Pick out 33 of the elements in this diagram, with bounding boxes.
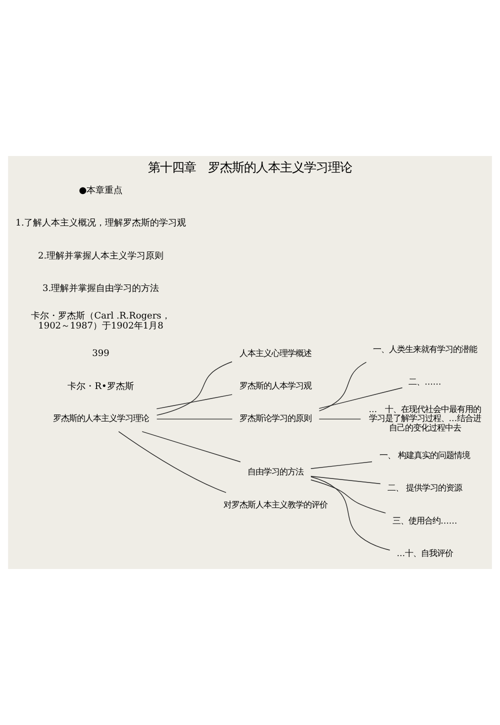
node-text: 三、使用合约…… bbox=[392, 515, 458, 526]
connector bbox=[118, 431, 226, 493]
node-text: 罗杰斯的人本学习观 bbox=[240, 380, 312, 391]
node-text: 罗杰斯论学习的原则 bbox=[240, 413, 312, 424]
node-text: 人本主义心理学概述 bbox=[240, 348, 312, 358]
connector bbox=[318, 418, 361, 420]
connector bbox=[310, 480, 386, 514]
connector bbox=[310, 461, 372, 469]
label: 399 bbox=[92, 349, 110, 360]
connector bbox=[310, 476, 390, 550]
node-text: 罗杰斯的人本主义学习理论 bbox=[52, 413, 149, 424]
label: 1.了解人本主义概况，理解罗杰斯的学习观 bbox=[15, 218, 186, 229]
label: ●本章重点 bbox=[78, 186, 123, 196]
label: 3.理解并掌握自由学习的方法 bbox=[42, 284, 160, 294]
node-text: 二、…… bbox=[408, 376, 442, 386]
diagram-title: 第十四章 罗杰斯的人本主义学习理论 bbox=[148, 160, 352, 175]
label: 卡尔・R•罗杰斯 bbox=[68, 382, 134, 392]
connector bbox=[156, 418, 233, 420]
connector bbox=[318, 387, 403, 409]
connector bbox=[156, 394, 232, 410]
node-text: … 十、在现代社会中最有用的学习是了解学习过程、…结合进自己的变化过程中去 bbox=[368, 404, 482, 432]
node-text: 一、人类生来就有学习的潜能 bbox=[372, 344, 477, 354]
connector bbox=[310, 476, 381, 484]
connector bbox=[156, 361, 232, 416]
label: 卡尔・罗杰斯（Carl .R.Rogers，1902～1987）于1902年1月8 bbox=[31, 312, 170, 332]
connector bbox=[142, 431, 241, 462]
node-text: …十、自我评价 bbox=[396, 548, 454, 558]
label: 2.理解并掌握人本主义学习原则 bbox=[38, 251, 164, 262]
connector bbox=[318, 362, 367, 412]
node-text: 对罗杰斯人本主义教学的评价 bbox=[224, 499, 328, 510]
node-text: 自由学习的方法 bbox=[248, 466, 304, 477]
node-text: 二、 提供学习的资源 bbox=[388, 482, 462, 493]
node-text: 一、 构建真实的问题情境 bbox=[380, 450, 470, 460]
